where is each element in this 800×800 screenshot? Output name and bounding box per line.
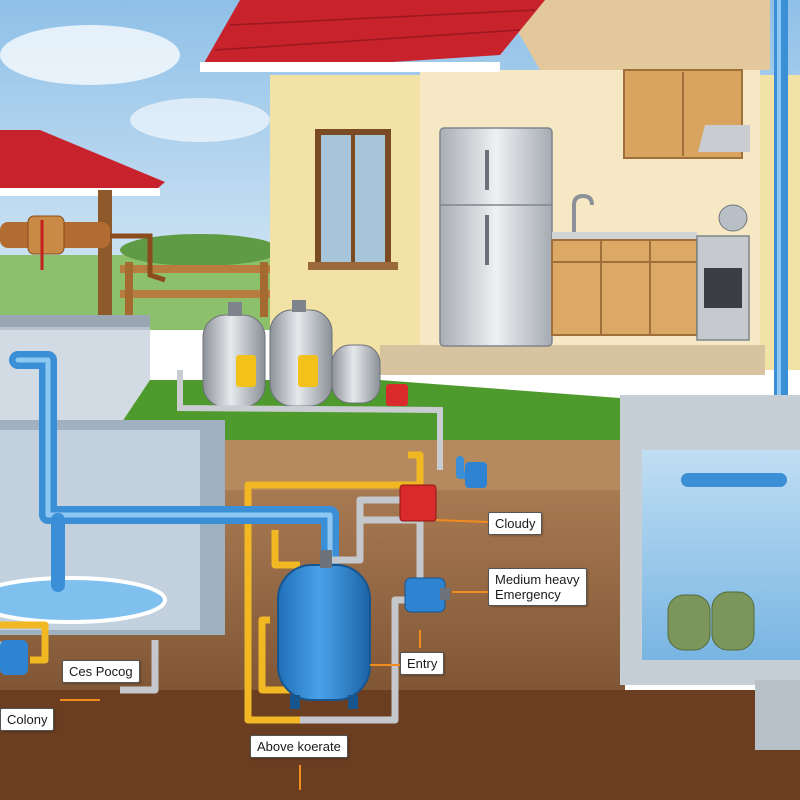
countertop <box>552 232 697 240</box>
refrigerator-icon <box>439 127 553 347</box>
floor-slab <box>380 345 765 375</box>
kitchen <box>439 69 750 347</box>
fence <box>120 262 270 317</box>
label-entry: Entry <box>400 652 445 675</box>
cloud <box>130 98 270 142</box>
leader-lines <box>60 519 489 790</box>
gas-supply-line <box>177 370 443 470</box>
cloud <box>0 25 180 85</box>
gas-pipes <box>0 451 424 724</box>
label-emergency-text: Emergency <box>495 587 561 602</box>
valve-icon <box>465 462 487 488</box>
well-water-icon <box>0 576 167 624</box>
label-above-koerate: Above koerate <box>250 735 348 758</box>
deep-soil <box>0 690 800 800</box>
label-medium-heavy-emergency: Medium heavy Emergency <box>488 568 587 606</box>
valve-icon <box>386 384 408 406</box>
lower-cabinets <box>551 239 698 336</box>
propane-tank-icon <box>202 300 381 408</box>
faucet-icon <box>572 193 594 232</box>
kettle-icon <box>718 204 748 232</box>
label-entry-text: Entry <box>407 656 438 671</box>
interior-ceiling <box>500 0 770 70</box>
label-cloudy: Cloudy <box>488 512 543 535</box>
pump-icon <box>404 577 450 613</box>
label-ces-pocog-text: Ces Pocog <box>69 664 133 679</box>
label-medium-heavy-text: Medium heavy <box>495 572 580 587</box>
roof-fascia <box>200 62 500 72</box>
small-pump-icon <box>0 640 28 675</box>
label-ces-pocog: Ces Pocog <box>62 660 140 683</box>
label-colony-text: Colony <box>7 712 48 727</box>
label-cloudy-text: Cloudy <box>495 516 536 531</box>
roof <box>200 0 545 70</box>
pressure-tank-icon <box>277 550 371 709</box>
label-above-koerate-text: Above koerate <box>257 739 341 754</box>
label-colony: Colony <box>0 708 55 731</box>
tree-line <box>120 234 280 266</box>
range-hood <box>698 125 750 152</box>
footing <box>755 680 800 750</box>
storage-tank-icon <box>667 591 755 651</box>
roof-tiles <box>214 9 536 51</box>
control-box-icon <box>399 484 437 522</box>
